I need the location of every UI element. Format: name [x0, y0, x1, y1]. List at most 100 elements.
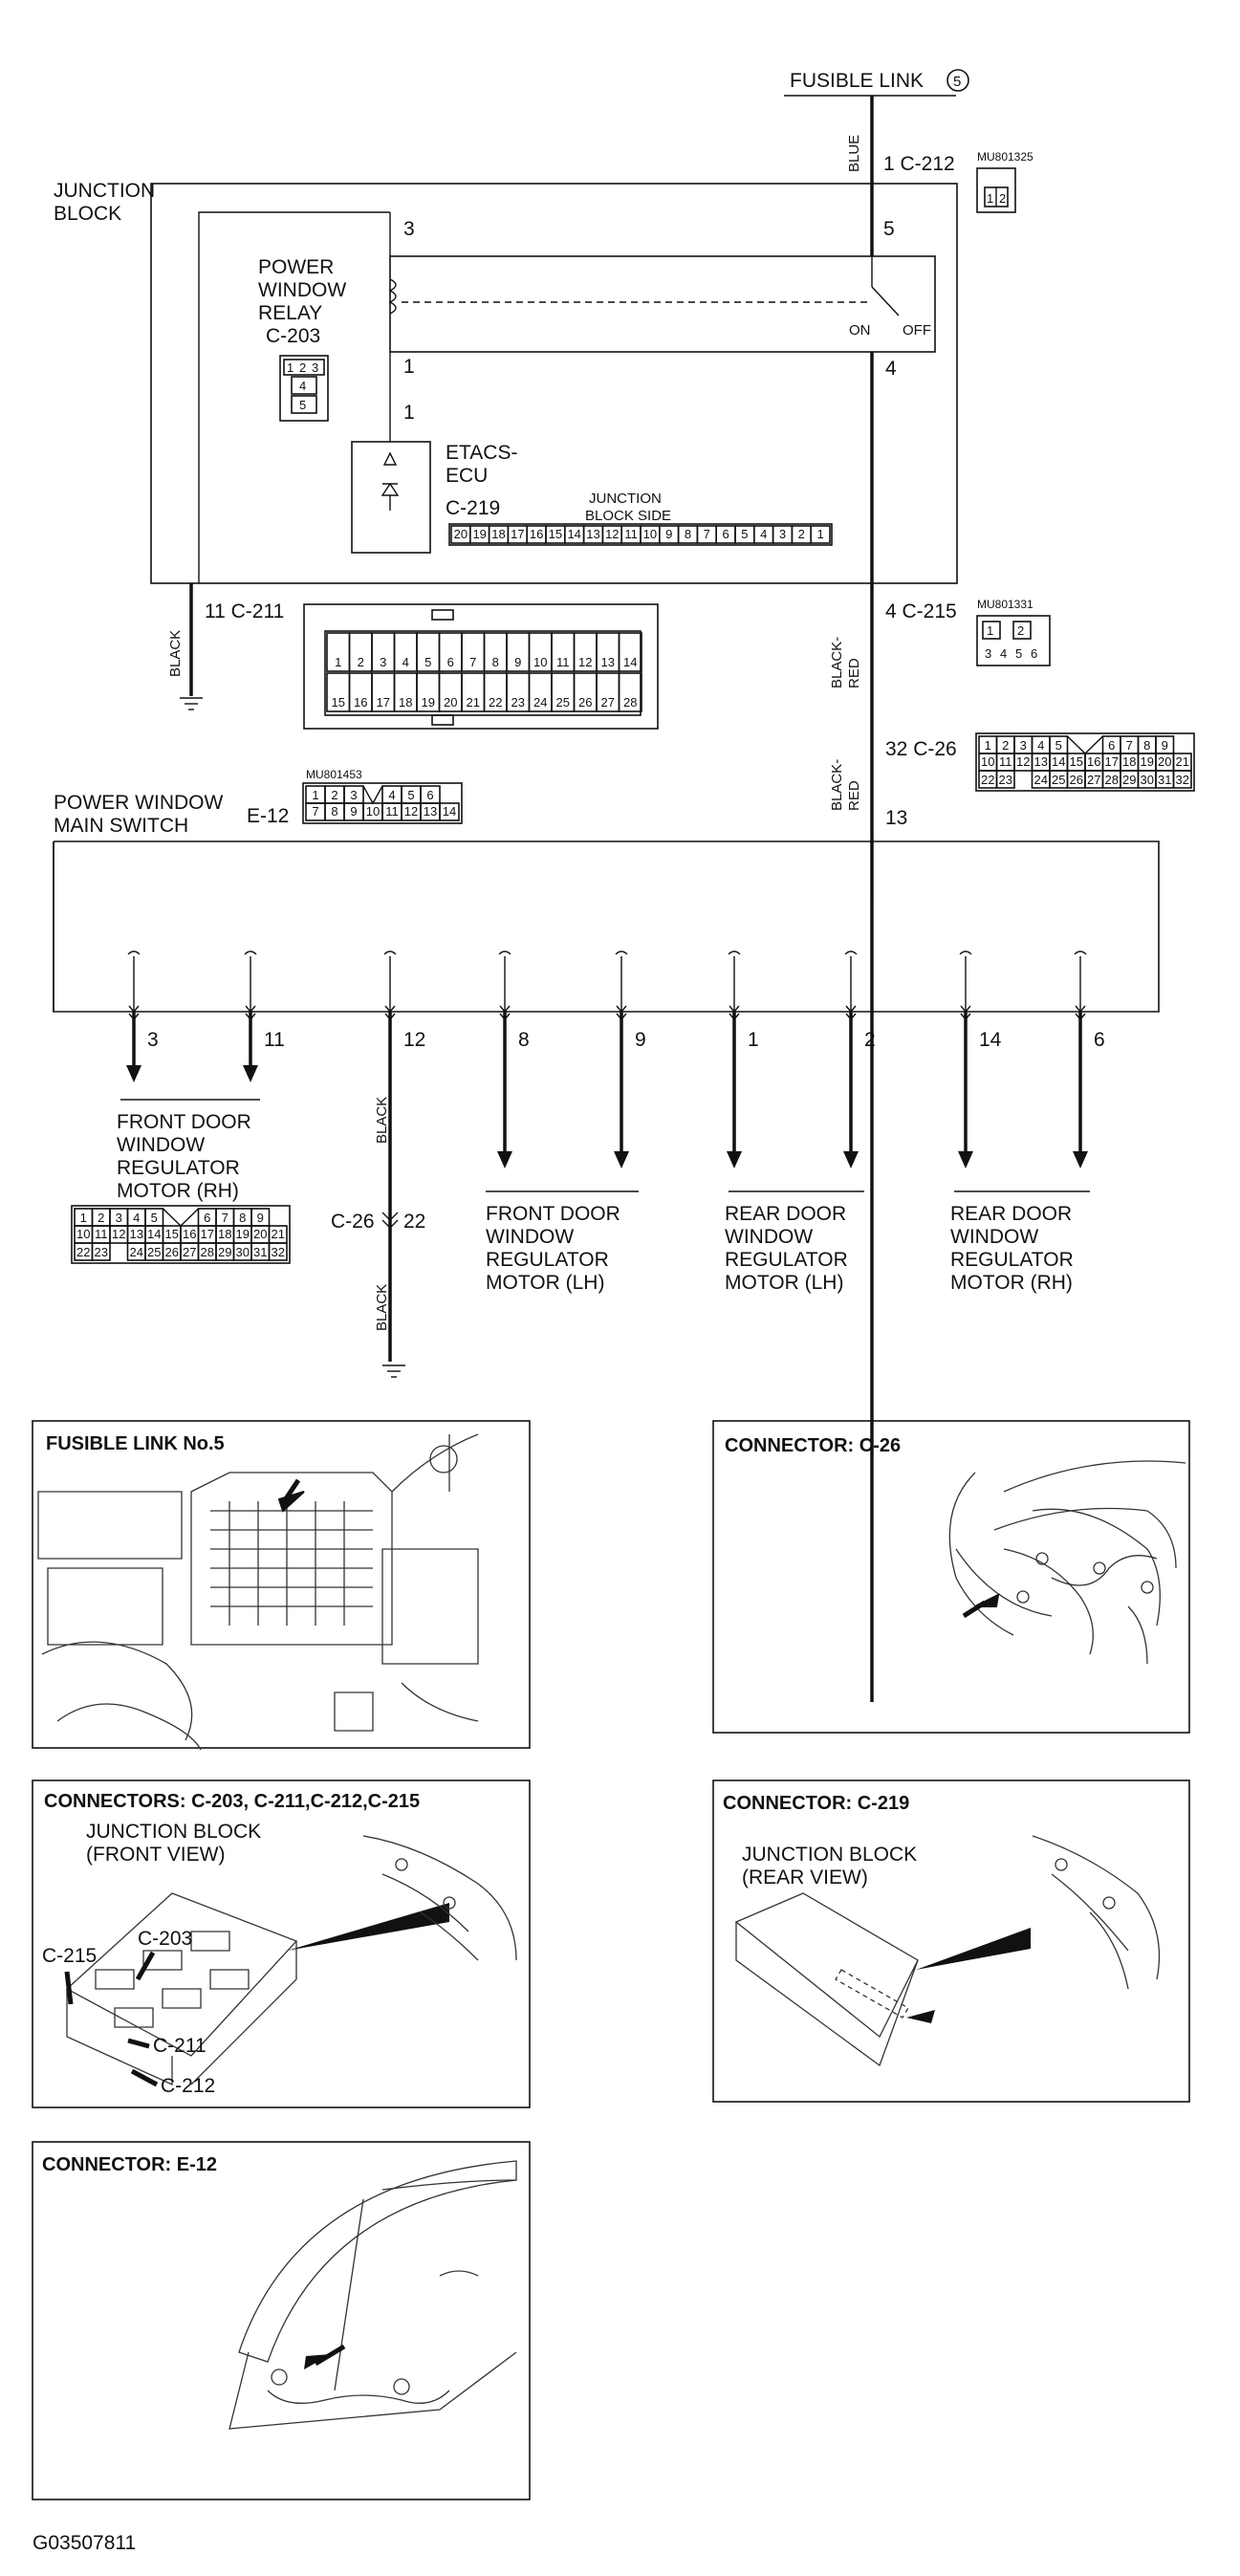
main-switch-output-pin: 6 — [1094, 1029, 1105, 1051]
main-switch-output-pin: 3 — [147, 1029, 159, 1051]
svg-text:32: 32 — [272, 1245, 285, 1259]
svg-text:7: 7 — [222, 1211, 228, 1225]
c26-pin: 14 — [1052, 754, 1065, 769]
junction-block-label-1: JUNCTION — [54, 180, 155, 202]
junction-block-front-illustration — [65, 1835, 517, 2086]
black-ground-wire-label: BLACK — [167, 630, 184, 677]
fusible-link-label: FUSIBLE LINK — [790, 70, 924, 92]
svg-text:2: 2 — [299, 360, 306, 375]
svg-text:23: 23 — [999, 773, 1012, 787]
c26-pin: 12 — [112, 1227, 125, 1241]
c26-pin: 20 — [253, 1227, 267, 1241]
relay-pin1: 1 — [403, 356, 415, 378]
junction-block-outline — [150, 183, 958, 584]
c215-arrow — [64, 1971, 74, 2005]
c211-pin: 19 — [422, 695, 435, 709]
e12-pin: 14 — [443, 804, 456, 819]
c26-pin: 17 — [1105, 754, 1119, 769]
svg-text:5: 5 — [1055, 738, 1062, 753]
c211-arrow — [127, 2038, 150, 2049]
svg-text:27: 27 — [183, 1245, 196, 1259]
main-switch-output-pin: 12 — [403, 1029, 425, 1051]
relay-label-4: C-203 — [266, 325, 320, 347]
svg-text:FRONT DOOR: FRONT DOOR — [486, 1203, 620, 1225]
c211-pin: 25 — [556, 695, 570, 709]
svg-text:2: 2 — [98, 1211, 104, 1225]
pin12-wire-label: BLACK — [374, 1097, 390, 1144]
c26-pin: 10 — [981, 754, 994, 769]
panel-jb-c211: C-211 — [153, 2035, 207, 2057]
ground2-c26-label: C-26 — [331, 1211, 375, 1233]
c26-pin: 16 — [183, 1227, 196, 1241]
c211-pin: 9 — [514, 655, 521, 669]
c26-pin: 13 — [130, 1227, 143, 1241]
main-switch-pin13: 13 — [885, 807, 907, 829]
c211-cell — [618, 672, 642, 712]
svg-text:WINDOW: WINDOW — [950, 1226, 1038, 1248]
panel-jb-c215: C-215 — [42, 1945, 97, 1967]
svg-text:REGULATOR: REGULATOR — [950, 1249, 1074, 1271]
svg-text:4: 4 — [1000, 646, 1007, 661]
e12-label: E-12 — [247, 805, 289, 827]
c26-pin: 18 — [1122, 754, 1136, 769]
svg-text:1: 1 — [987, 191, 993, 206]
c211-pin: 28 — [623, 695, 637, 709]
fusible-link-number: 5 — [953, 74, 961, 90]
etacs-input-arrow — [382, 451, 398, 466]
rear-lh-motor-label: REAR DOOR WINDOW REGULATOR MOTOR (LH) — [725, 1190, 864, 1294]
c211-pin: 11 — [556, 655, 570, 669]
c26-pin: 19 — [236, 1227, 250, 1241]
c211-pin: 10 — [533, 655, 547, 669]
c219-pin: 6 — [722, 527, 729, 541]
panel-c219-view-1: JUNCTION BLOCK — [742, 1844, 917, 1866]
svg-text:22: 22 — [981, 773, 994, 787]
c26-pin: 11 — [95, 1227, 108, 1241]
svg-text:3: 3 — [1020, 738, 1027, 753]
relay-label-1: POWER — [258, 256, 334, 278]
c219-pin: 10 — [643, 527, 657, 541]
c211-pin: 7 — [469, 655, 476, 669]
black-red-wire-label-2a: BLACK- — [829, 759, 845, 811]
c212-pin-label: 1 C-212 — [883, 153, 955, 175]
main-switch-output-pin: 14 — [979, 1029, 1002, 1051]
c219-pin: 18 — [491, 527, 505, 541]
blue-wire-label: BLUE — [846, 135, 862, 172]
svg-text:MOTOR (RH): MOTOR (RH) — [950, 1272, 1073, 1294]
switch-off-label: OFF — [903, 322, 931, 338]
c219-pin: 9 — [665, 527, 672, 541]
front-rh-motor-label: FRONT DOOR WINDOW REGULATOR MOTOR (RH) — [117, 1099, 260, 1202]
engine-bay-illustration — [37, 1433, 479, 1751]
door-illustration — [228, 2160, 517, 2430]
svg-text:MOTOR (LH): MOTOR (LH) — [725, 1272, 843, 1294]
svg-text:31: 31 — [1158, 773, 1171, 787]
c26-pin: 15 — [1070, 754, 1083, 769]
panel-c219-view-2: (REAR VIEW) — [742, 1867, 868, 1888]
c219-pin: 14 — [567, 527, 580, 541]
svg-text:MOTOR (RH): MOTOR (RH) — [117, 1180, 239, 1202]
panel-c219 — [712, 1779, 1190, 2103]
c211-pin: 22 — [489, 695, 502, 709]
c203-arrow — [135, 1951, 156, 1981]
switch-on-label: ON — [849, 322, 871, 338]
c219-pin: 5 — [741, 527, 748, 541]
etacs-label-2: ECU — [446, 465, 488, 487]
main-switch-output-pin: 2 — [864, 1029, 876, 1051]
c26-pin: 13 — [1034, 754, 1048, 769]
black-red-wire-label-1b: RED — [846, 658, 862, 688]
svg-text:REGULATOR: REGULATOR — [725, 1249, 848, 1271]
c26-pin: 21 — [272, 1227, 285, 1241]
relay-label-2: WINDOW — [258, 279, 346, 301]
c212-connector-face: 1 2 — [976, 167, 1016, 213]
panel-c26-title: CONNECTOR: C-26 — [725, 1435, 901, 1456]
panel-jb-c203: C-203 — [138, 1928, 192, 1950]
c211-pin: 2 — [358, 655, 364, 669]
main-switch-label-2: MAIN SWITCH — [54, 815, 188, 837]
svg-text:4: 4 — [1037, 738, 1044, 753]
c26-pin: 21 — [1176, 754, 1189, 769]
c26-pin: 11 — [999, 754, 1012, 769]
junction-block-rear-illustration — [734, 1835, 1161, 2067]
svg-text:23: 23 — [95, 1245, 108, 1259]
svg-text:2: 2 — [1002, 738, 1009, 753]
